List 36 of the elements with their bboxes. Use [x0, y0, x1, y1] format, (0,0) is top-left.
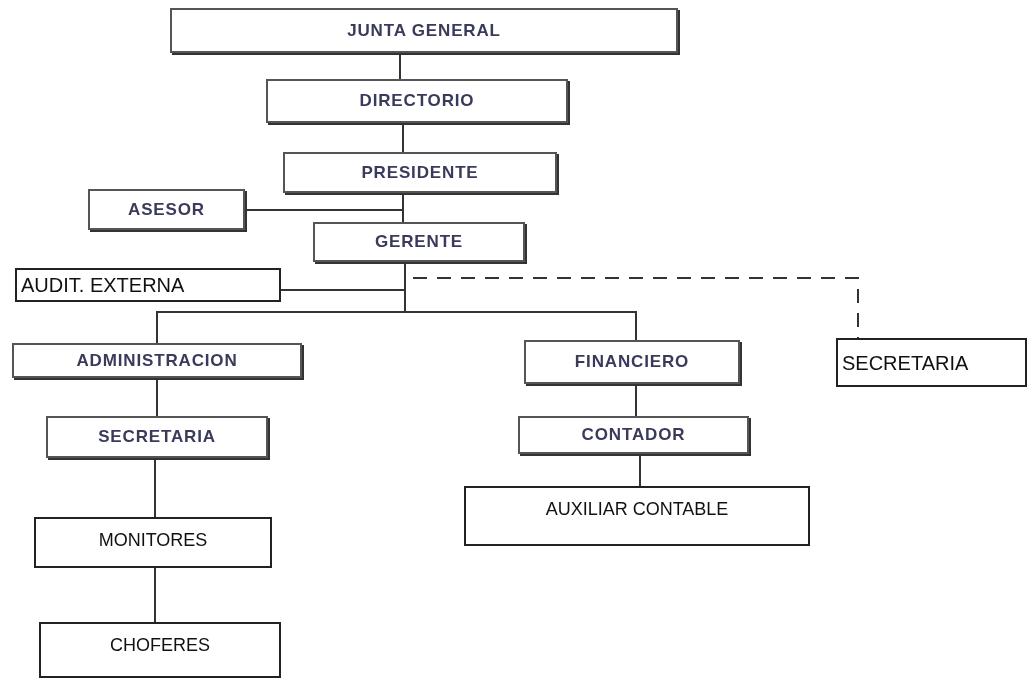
org-box [266, 79, 568, 123]
org-box [39, 622, 281, 678]
box-label: DIRECTORIO [359, 90, 475, 113]
org-box [34, 517, 272, 568]
box-label: FINANCIERO [574, 351, 690, 374]
box-label: AUDIT. EXTERNA [21, 273, 185, 298]
org-box [88, 189, 245, 230]
box-label: AUXILIAR CONTABLE [545, 498, 729, 521]
connector-line [156, 377, 158, 417]
org-box [524, 340, 740, 384]
connector-line [635, 383, 637, 417]
box-label: SECRETARIA [842, 350, 969, 376]
org-box [46, 416, 268, 458]
org-box [836, 338, 1027, 387]
box-label: CHOFERES [110, 634, 210, 657]
org-box [283, 152, 557, 193]
connector-line [244, 192, 404, 211]
box-label: ASESOR [128, 198, 205, 221]
box-label: MONITORES [98, 529, 208, 552]
box-label: JUNTA GENERAL [347, 19, 501, 42]
connector-line [154, 457, 156, 518]
org-box [12, 343, 302, 378]
box-label: PRESIDENTE [361, 161, 479, 184]
org-box [15, 268, 281, 302]
connector-line [639, 453, 641, 487]
connector-line [402, 122, 404, 153]
box-label: GERENTE [374, 231, 464, 254]
org-box [170, 8, 678, 53]
connector-line [154, 567, 156, 623]
box-label: SECRETARIA [98, 426, 216, 449]
connector-line [399, 52, 401, 80]
org-box [464, 486, 810, 546]
org-box [313, 222, 525, 262]
box-label: ADMINISTRACION [76, 349, 238, 372]
org-box [518, 416, 749, 454]
box-label: CONTADOR [581, 424, 686, 447]
